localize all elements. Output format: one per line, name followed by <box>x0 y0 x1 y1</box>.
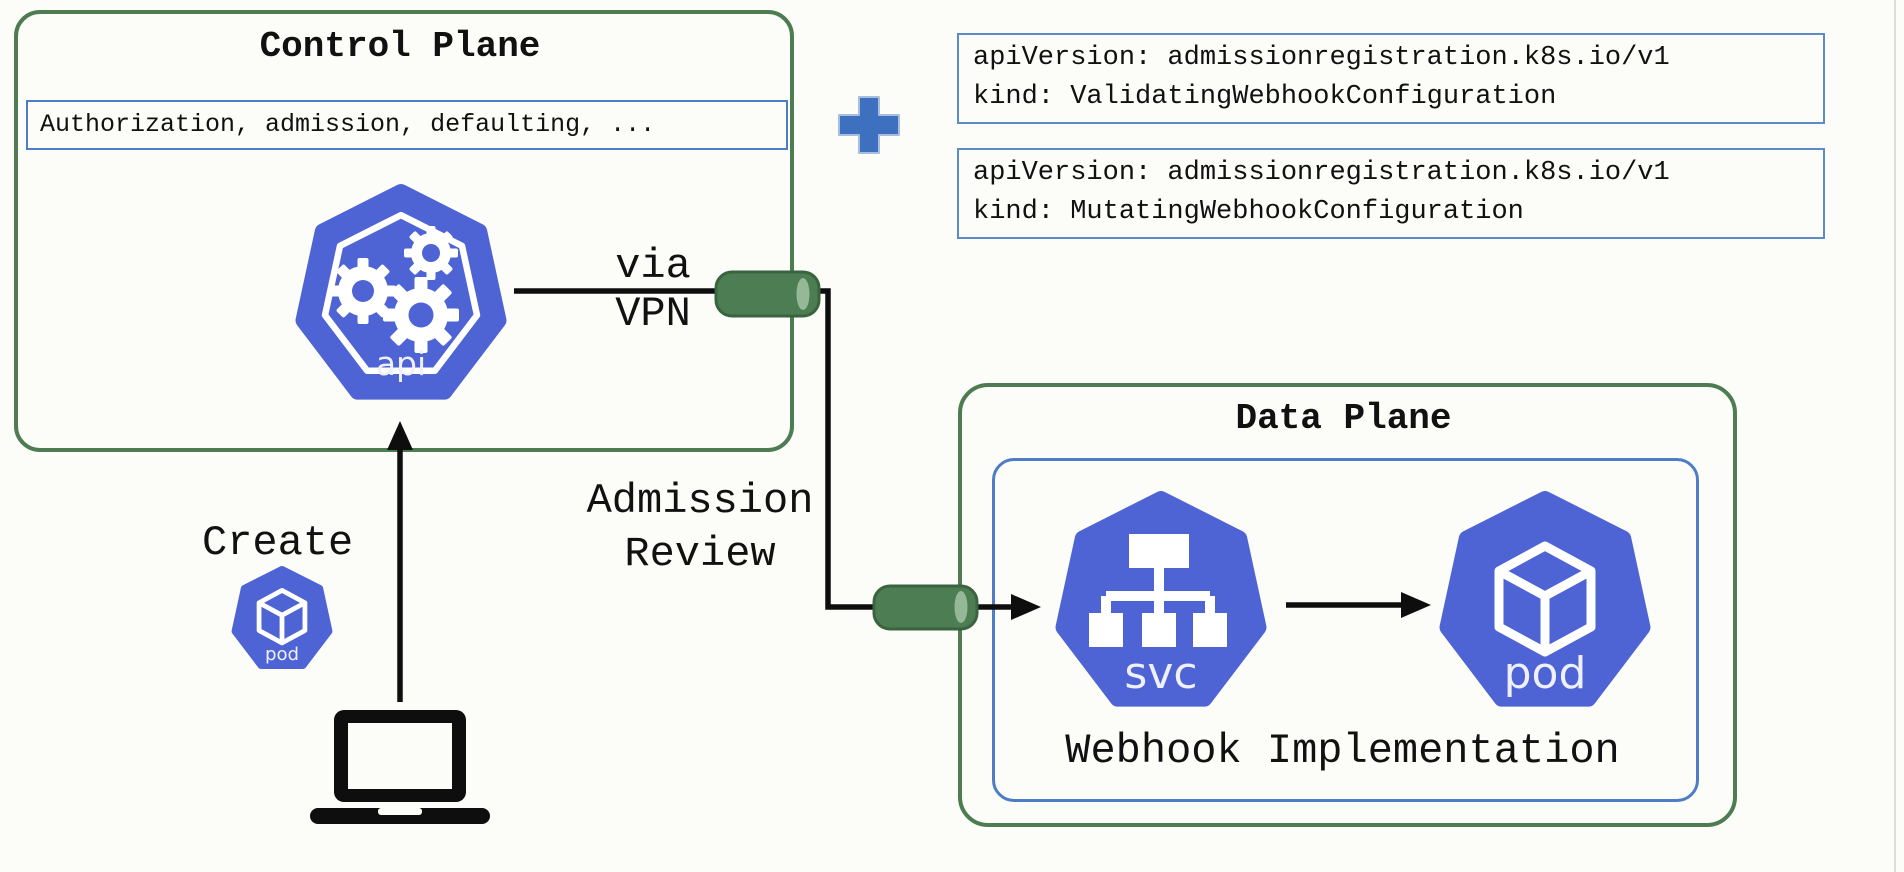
service-tree-glyph <box>1089 534 1227 647</box>
code-line: apiVersion: admissionregistration.k8s.io… <box>973 43 1670 73</box>
code-line: kind: ValidatingWebhookConfiguration <box>973 82 1557 112</box>
k8s-api-icon: api <box>295 184 507 400</box>
k8s-pod-small-icon: pod <box>231 566 333 670</box>
laptop-icon <box>310 710 490 824</box>
pod-icon-label: pod <box>1504 648 1587 699</box>
gear-icon <box>404 226 458 280</box>
gear-icon <box>383 277 459 353</box>
code-line: apiVersion: admissionregistration.k8s.io… <box>973 158 1670 188</box>
webhook-implementation-box <box>992 458 1699 802</box>
admission-review-label-line1: Admission <box>586 477 814 525</box>
validating-webhook-config-box: apiVersion: admissionregistration.k8s.io… <box>957 33 1825 124</box>
gear-icon <box>330 258 396 324</box>
mutating-webhook-config-box: apiVersion: admissionregistration.k8s.io… <box>957 148 1825 239</box>
code-line: kind: MutatingWebhookConfiguration <box>973 197 1524 227</box>
window-edge-divider <box>1894 0 1896 872</box>
plus-icon <box>838 96 900 154</box>
data-plane-title: Data Plane <box>1235 398 1452 439</box>
api-icon-label: api <box>376 344 426 383</box>
inner-heptagon-outline <box>321 211 481 375</box>
create-label: Create <box>202 519 354 567</box>
pod-cube-glyph <box>256 587 308 646</box>
control-plane-box <box>14 10 794 452</box>
admission-chain-box: Authorization, admission, defaulting, ..… <box>26 100 788 150</box>
via-label: via <box>615 242 691 290</box>
vpn-label: VPN <box>615 290 691 338</box>
admission-review-label-line2: Review <box>624 530 776 578</box>
pod-cube-glyph <box>1494 541 1596 657</box>
webhook-implementation-label: Webhook Implementation <box>1065 727 1620 775</box>
control-plane-title: Control Plane <box>259 26 541 67</box>
k8s-svc-icon: svc <box>1055 491 1267 707</box>
svc-icon-label: svc <box>1124 648 1197 699</box>
k8s-pod-icon: pod <box>1439 491 1651 707</box>
small-pod-icon-label: pod <box>265 644 299 665</box>
